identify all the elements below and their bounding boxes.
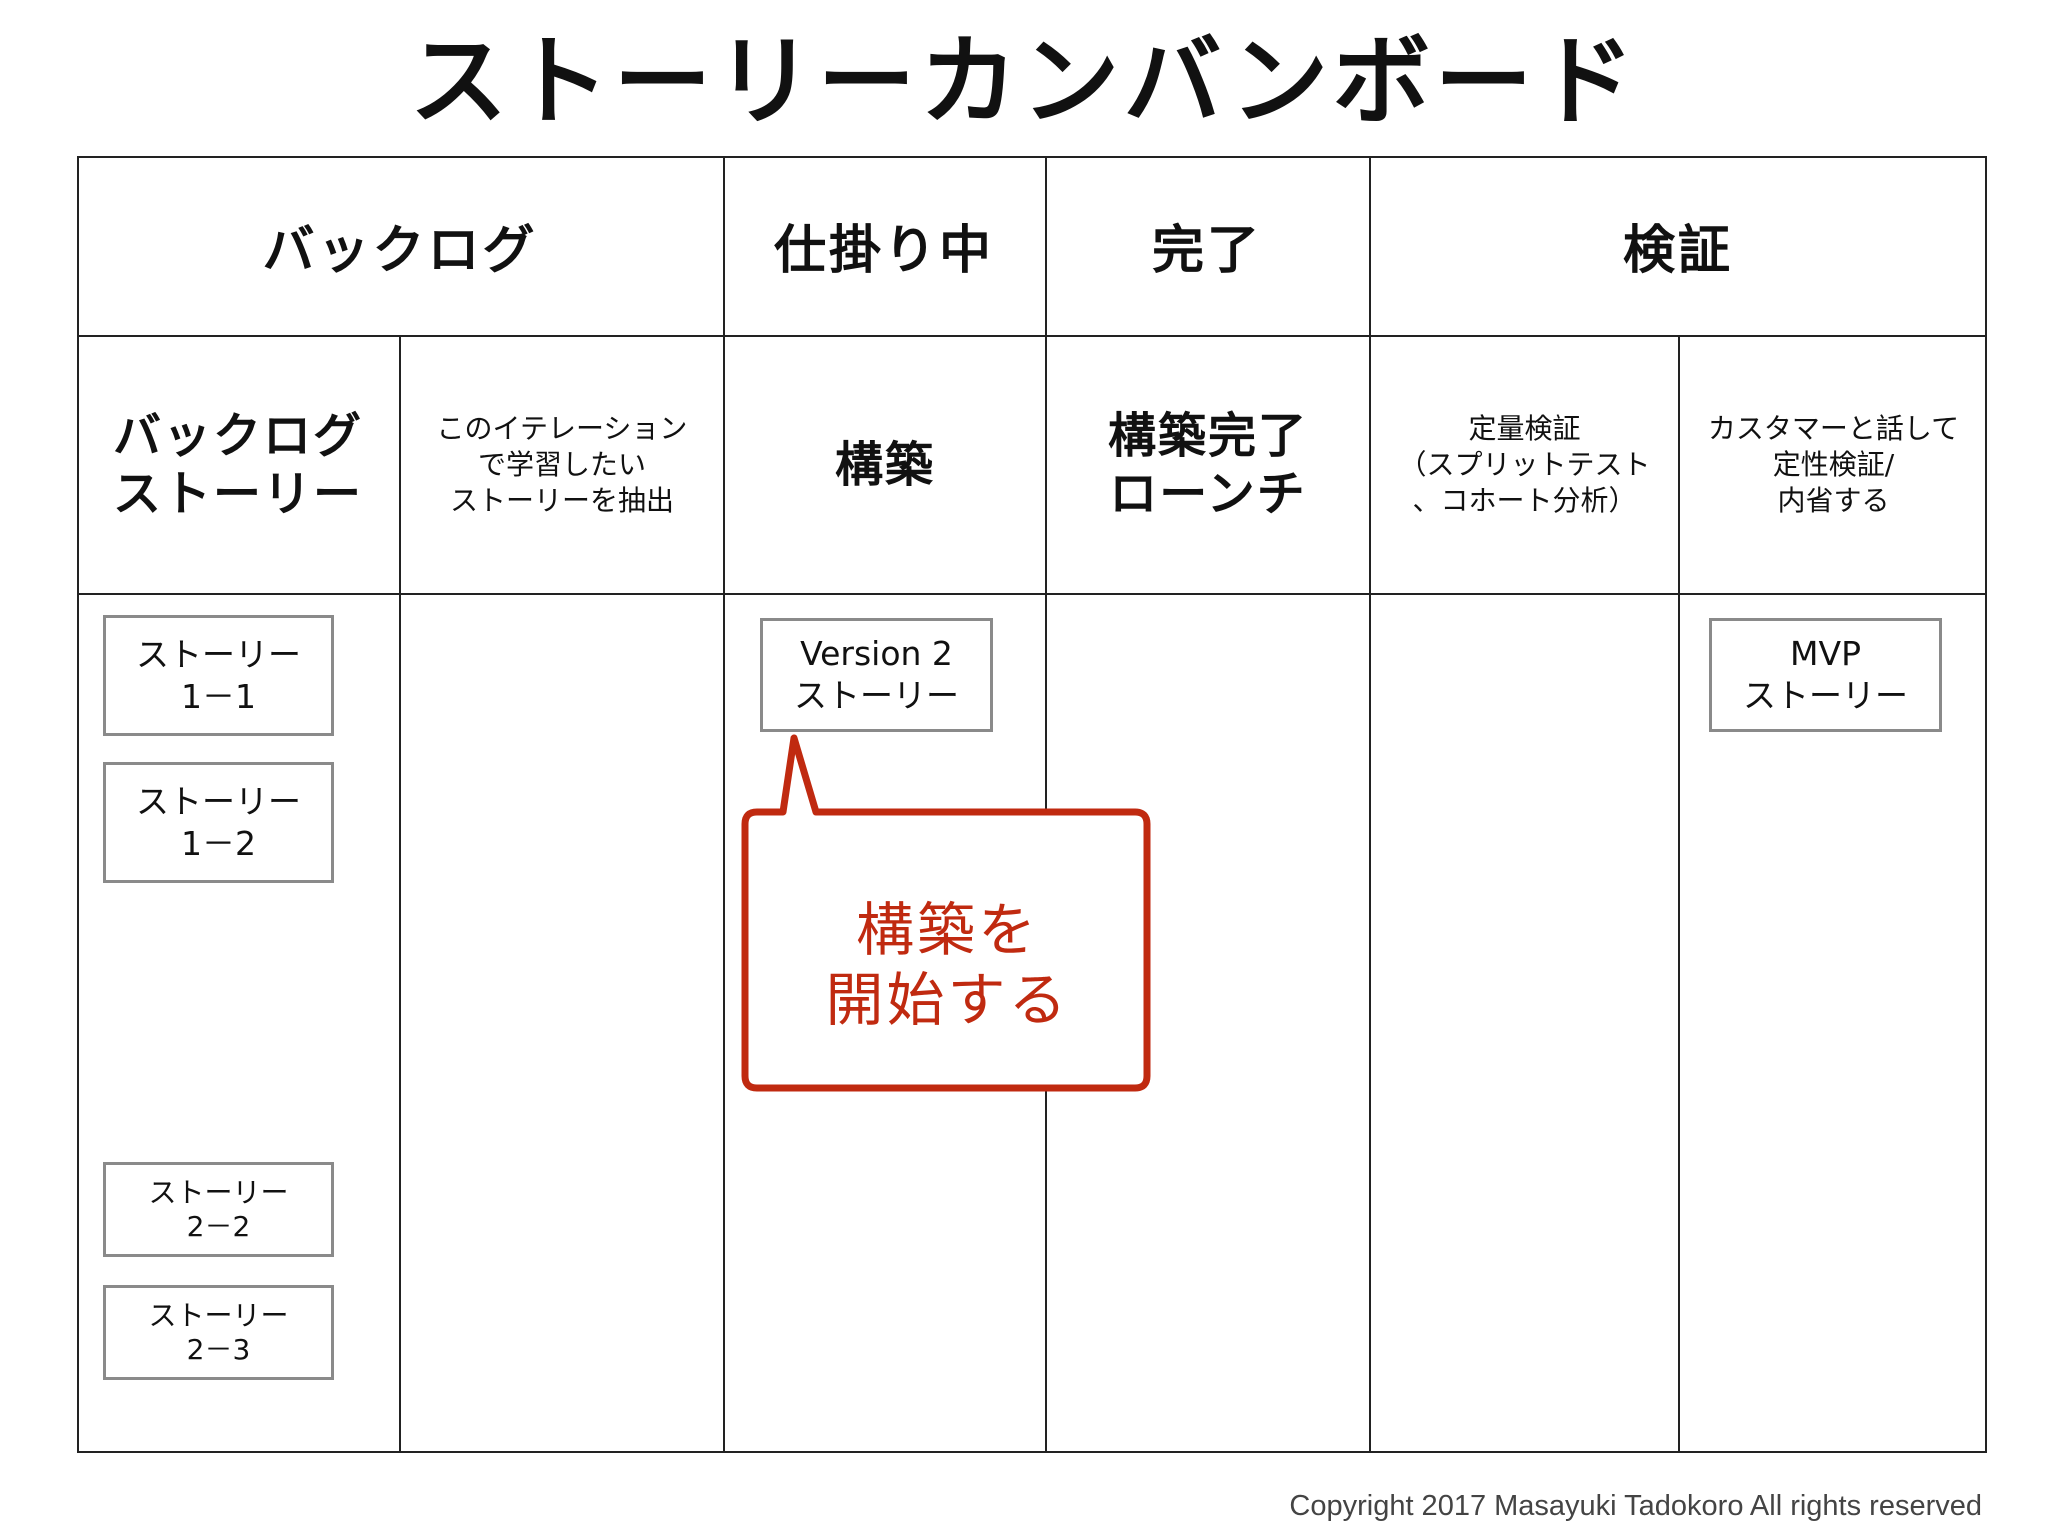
story-card[interactable]: ストーリー 1－2 — [103, 762, 334, 883]
column-header-validation: 検証 — [1622, 221, 1733, 281]
header-divider — [77, 335, 1987, 337]
story-card-mvp[interactable]: MVP ストーリー — [1709, 618, 1942, 732]
column-header-backlog: バックログ — [262, 221, 538, 281]
copyright-notice: Copyright 2017 Masayuki Tadokoro All rig… — [1289, 1490, 1982, 1522]
subcolumn-header-backlog-stories: バックログ ストーリー — [112, 408, 363, 522]
story-card[interactable]: ストーリー 1－1 — [103, 615, 334, 736]
column-divider — [723, 156, 725, 1453]
story-card[interactable]: ストーリー 2－2 — [103, 1162, 334, 1257]
story-card-version-2[interactable]: Version 2 ストーリー — [760, 618, 993, 732]
story-card[interactable]: ストーリー 2－3 — [103, 1285, 334, 1380]
subcolumn-header-extract: このイテレーション で学習したい ストーリーを抽出 — [436, 412, 688, 517]
subcolumn-header-qualitative: カスタマーと話して 定性検証/ 内省する — [1707, 412, 1960, 517]
kanban-board — [77, 156, 1987, 1453]
callout-text: 構築を 開始する — [825, 896, 1070, 1034]
subcolumn-divider — [399, 335, 401, 1453]
subcolumn-divider — [1678, 335, 1680, 1453]
column-divider — [1369, 156, 1371, 1453]
column-header-in-progress: 仕掛り中 — [773, 221, 994, 281]
subcolumn-header-launched: 構築完了 ローンチ — [1107, 408, 1308, 522]
column-divider — [1045, 156, 1047, 1453]
subcolumn-header-quantitative: 定量検証 （スプリットテスト 、コホート分析） — [1398, 412, 1651, 517]
subcolumn-header-build: 構築 — [834, 437, 935, 493]
subheader-divider — [77, 593, 1987, 595]
page-title: ストーリーカンバンボード — [409, 25, 1639, 139]
column-header-done: 完了 — [1151, 221, 1262, 281]
